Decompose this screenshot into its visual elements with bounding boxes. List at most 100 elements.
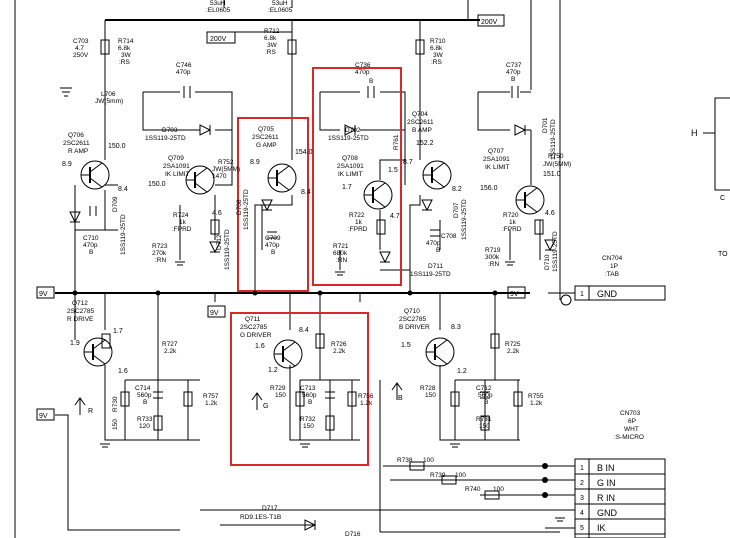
transistor-symbol-q710	[425, 337, 455, 367]
component-label: :RS	[431, 59, 443, 66]
component-label: R714	[118, 38, 134, 45]
voltage-b: 1.7	[342, 184, 352, 191]
resistor-r726	[315, 333, 325, 349]
component-label: 150	[303, 423, 314, 430]
voltage-e: 4.6	[545, 210, 555, 217]
component-label: R732	[300, 416, 316, 423]
component-label: C709	[265, 235, 281, 242]
transistor-symbol-q708	[363, 180, 393, 210]
resistor-r739	[441, 475, 457, 485]
capacitor-c714	[153, 391, 163, 399]
component-label: 150	[425, 392, 436, 399]
component-label: B	[271, 249, 275, 256]
component-label: 1SS119-25TD	[550, 119, 557, 160]
component-label: C714	[135, 385, 151, 392]
component-label: B	[143, 399, 147, 406]
connector-pin-number: 2	[580, 480, 584, 487]
rail-label-9v: 9V	[39, 291, 48, 298]
transistor-symbols	[80, 160, 545, 369]
voltage-b: 150.0	[148, 181, 166, 188]
voltage-b: 8.9	[250, 159, 260, 166]
component-label: :FPRD	[502, 226, 522, 233]
component-label: :RN	[336, 257, 348, 264]
ground-symbol	[560, 294, 572, 306]
component-label: 1.2k	[530, 400, 543, 407]
resistor-r724	[210, 219, 220, 235]
component-label: R725	[505, 341, 521, 348]
component-label: 300k	[485, 254, 500, 261]
connector-pin-label: R IN	[597, 493, 615, 503]
component-label: R740	[465, 486, 481, 493]
terminal-dot-g-in	[542, 477, 548, 483]
connector-pin-label: GND	[597, 508, 618, 518]
component-label: D711	[428, 263, 443, 270]
transistor-func: G AMP	[256, 142, 277, 149]
transistor-ref: Q709	[168, 155, 184, 162]
component-label: C703	[73, 38, 89, 45]
component-label: 1SS119-25TD	[461, 199, 468, 240]
voltage-c: 1.7	[113, 328, 123, 335]
transistor-ref: Q711	[245, 316, 261, 323]
component-label: 1SS119-25TD	[120, 214, 127, 255]
inductor-label: :EL0605	[206, 7, 231, 14]
resistor-r755	[513, 391, 523, 407]
transistor-ref: Q704	[412, 111, 428, 118]
component-label: :RN	[155, 257, 167, 264]
component-label: R724	[173, 212, 189, 219]
ground-symbol	[300, 443, 310, 448]
capacitor-c736	[367, 86, 375, 98]
diode-d708	[261, 199, 273, 212]
ground-symbol	[450, 443, 460, 448]
component-label: 1.2k	[205, 400, 218, 407]
voltage-c: 151.0	[543, 171, 561, 178]
component-label: R729	[270, 385, 286, 392]
voltage-e: 1.6	[118, 368, 128, 375]
ground-symbol	[505, 261, 515, 266]
component-label: C708	[441, 233, 457, 240]
component-label: D709	[112, 196, 119, 212]
transistor-func: IK LIMIT	[338, 171, 363, 178]
connector-sub: WHT	[624, 426, 639, 433]
connector-cn704: CN704 1P :TAB 1 GND	[574, 255, 666, 301]
voltage-c: 1.5	[388, 167, 398, 174]
component-label: 1.2k	[360, 400, 373, 407]
component-label: :RN	[488, 261, 500, 268]
connector-pin-number: 3	[580, 495, 584, 502]
component-label: D701	[542, 117, 549, 133]
connector-sub: :TAB	[605, 271, 619, 278]
voltage-e: 4.6	[212, 210, 222, 217]
component-label: 100	[493, 486, 504, 493]
resistor-r740	[484, 490, 500, 500]
transistor-part: 2SC2785	[399, 316, 426, 323]
component-label: JW(5MM)	[543, 161, 571, 168]
component-label: 6.8k	[264, 35, 277, 42]
component-label: R722	[349, 212, 365, 219]
component-label: 4.7	[75, 45, 84, 52]
component-label: D716	[345, 531, 361, 538]
terminal-dot-b-in	[542, 463, 548, 469]
ground-symbol	[100, 443, 110, 448]
voltage-c: 154.0	[295, 149, 313, 156]
component-label: C746	[176, 62, 192, 69]
component-label: R757	[203, 393, 219, 400]
capacitor-c710	[89, 206, 97, 216]
component-label: 470p	[265, 242, 280, 249]
transistor-ref: Q705	[258, 126, 274, 133]
component-label: R728	[420, 385, 436, 392]
component-label: R756	[358, 393, 374, 400]
input-label-g: G	[263, 403, 268, 410]
ground-symbol	[335, 271, 345, 276]
transistor-part: 2SA1091	[163, 163, 190, 170]
transistor-part: 2SC2611	[252, 134, 279, 141]
connector-pin-number: 1	[580, 465, 584, 472]
component-label: 470p	[355, 69, 370, 76]
junction-dot	[407, 290, 413, 296]
component-labels: C703 4.7 250V R714 6.8k 3W :RS L706 JW(5…	[73, 28, 728, 538]
component-label: R721	[333, 243, 349, 250]
component-label: 1SS119-25TD	[145, 135, 186, 142]
component-label: 560p	[302, 392, 317, 399]
component-label: 1k	[179, 219, 187, 226]
component-label: 6.8k	[118, 45, 131, 52]
connector-name: CN704	[602, 255, 623, 262]
